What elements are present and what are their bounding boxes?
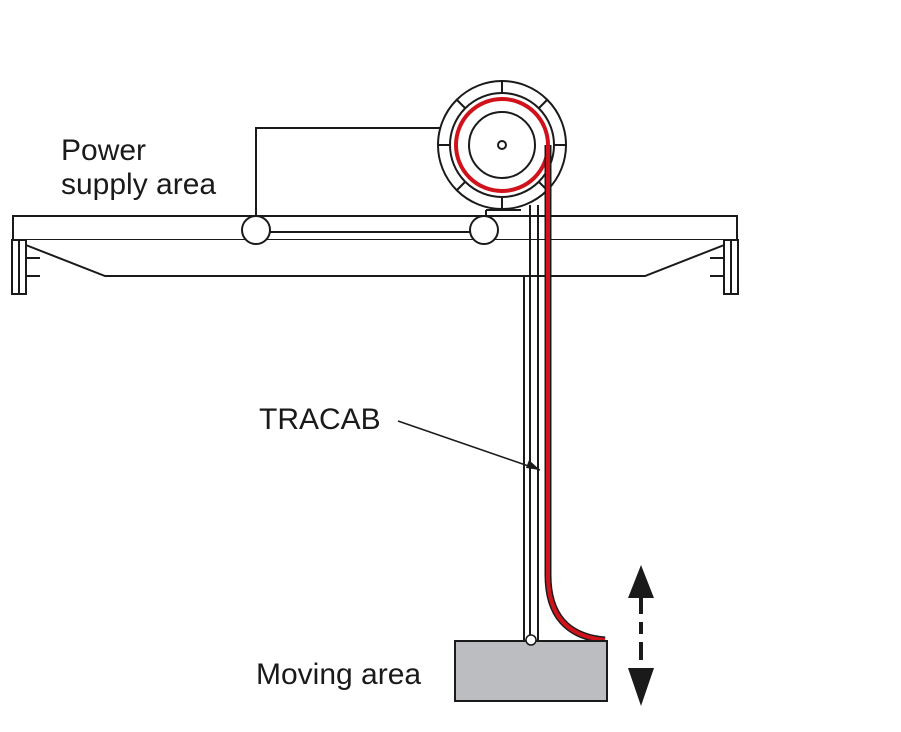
tracab-leader-line bbox=[397, 420, 541, 471]
power-supply-label-line1: Power bbox=[61, 134, 147, 167]
power-supply-wiring bbox=[255, 127, 521, 233]
overhead-beam bbox=[12, 215, 738, 277]
hook-joint bbox=[525, 634, 537, 646]
end-truck-right bbox=[710, 239, 739, 295]
power-supply-label-line2: supply area bbox=[61, 168, 217, 201]
end-truck-left bbox=[11, 239, 40, 295]
tracab-label: TRACAB bbox=[259, 403, 381, 436]
trolley-wheel-left bbox=[241, 215, 271, 245]
support-rods bbox=[523, 205, 539, 640]
tracab-cable bbox=[454, 97, 606, 644]
moving-area-label: Moving area bbox=[256, 658, 422, 691]
up-down-arrow-icon bbox=[628, 565, 654, 706]
trolley-wheel-right bbox=[469, 215, 499, 245]
moving-area-block bbox=[454, 640, 608, 702]
